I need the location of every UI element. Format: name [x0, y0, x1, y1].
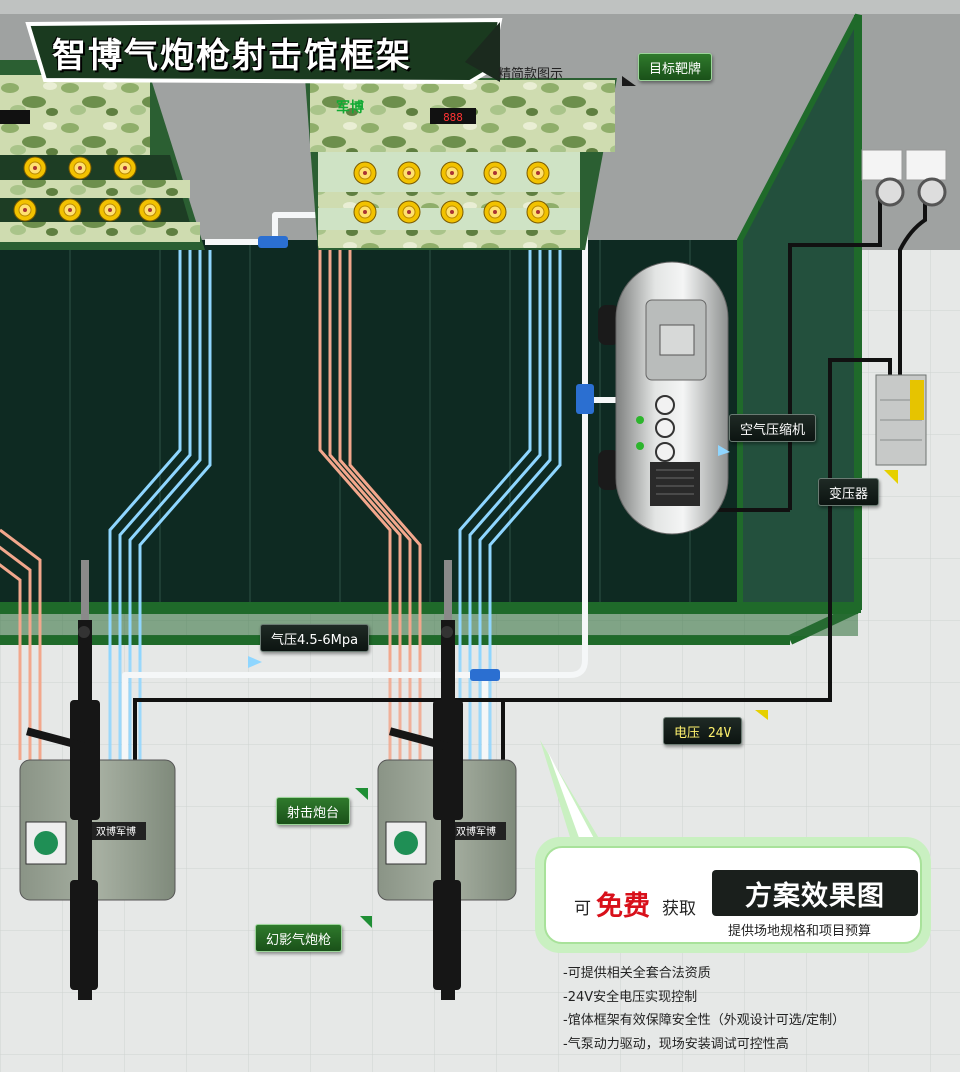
label-gun-platform: 射击炮台: [276, 797, 351, 825]
callout-pointers: [248, 76, 898, 928]
page-subtitle: 精简款图示: [498, 67, 564, 82]
feature-item: -可提供相关全套合法资质: [563, 966, 711, 981]
booth-brand-right: 双博军博: [456, 825, 496, 838]
air-cannon-gun-right: [388, 560, 463, 1000]
target-board-right: 888 军博: [305, 78, 617, 250]
promo-bubble[interactable]: 可 免费 获取 方案效果图 提供场地规格和项目预算: [538, 840, 928, 950]
transformer-box: [875, 374, 927, 466]
board-logo: 军博: [336, 99, 364, 116]
promo-get: 获取: [662, 899, 696, 919]
feature-list: -可提供相关全套合法资质 -24V安全电压实现控制 -馆体框架有效保障安全性（外…: [563, 962, 845, 1056]
label-compressor: 空气压缩机: [729, 414, 817, 442]
feature-item: -馆体框架有效保障安全性（外观设计可选/定制）: [563, 1013, 846, 1028]
promo-subtitle: 提供场地规格和项目预算: [728, 924, 872, 939]
svg-text:888: 888: [443, 111, 463, 124]
label-air-pressure: 气压4.5-6Mpa: [260, 624, 370, 652]
target-board-left: [0, 60, 205, 250]
promo-prefix: 可: [574, 899, 591, 919]
wall-socket-icon: [861, 149, 947, 207]
booth-brand-left: 双博军博: [96, 825, 136, 838]
label-target-board: 目标靶牌: [638, 53, 713, 81]
shooting-booth-left: 双博军博: [19, 759, 176, 901]
label-voltage: 电压 24V: [663, 717, 743, 745]
promo-free: 免费: [596, 891, 650, 922]
promo-title: 方案效果图: [712, 870, 918, 916]
feature-item: -24V安全电压实现控制: [563, 989, 698, 1005]
feature-item: -气泵动力驱动，现场安装调试可控性高: [563, 1036, 789, 1052]
page-title-area: 智博气炮枪射击馆框架: [28, 18, 502, 80]
air-compressor: [598, 261, 729, 535]
air-cannon-gun-left: [25, 560, 100, 1000]
label-transformer: 变压器: [818, 478, 880, 506]
page-title: 智博气炮枪射击馆框架: [52, 36, 412, 76]
promo-bubble-tail: [540, 740, 606, 850]
label-air-cannon: 幻影气炮枪: [255, 924, 343, 952]
title-banner: [25, 17, 503, 85]
